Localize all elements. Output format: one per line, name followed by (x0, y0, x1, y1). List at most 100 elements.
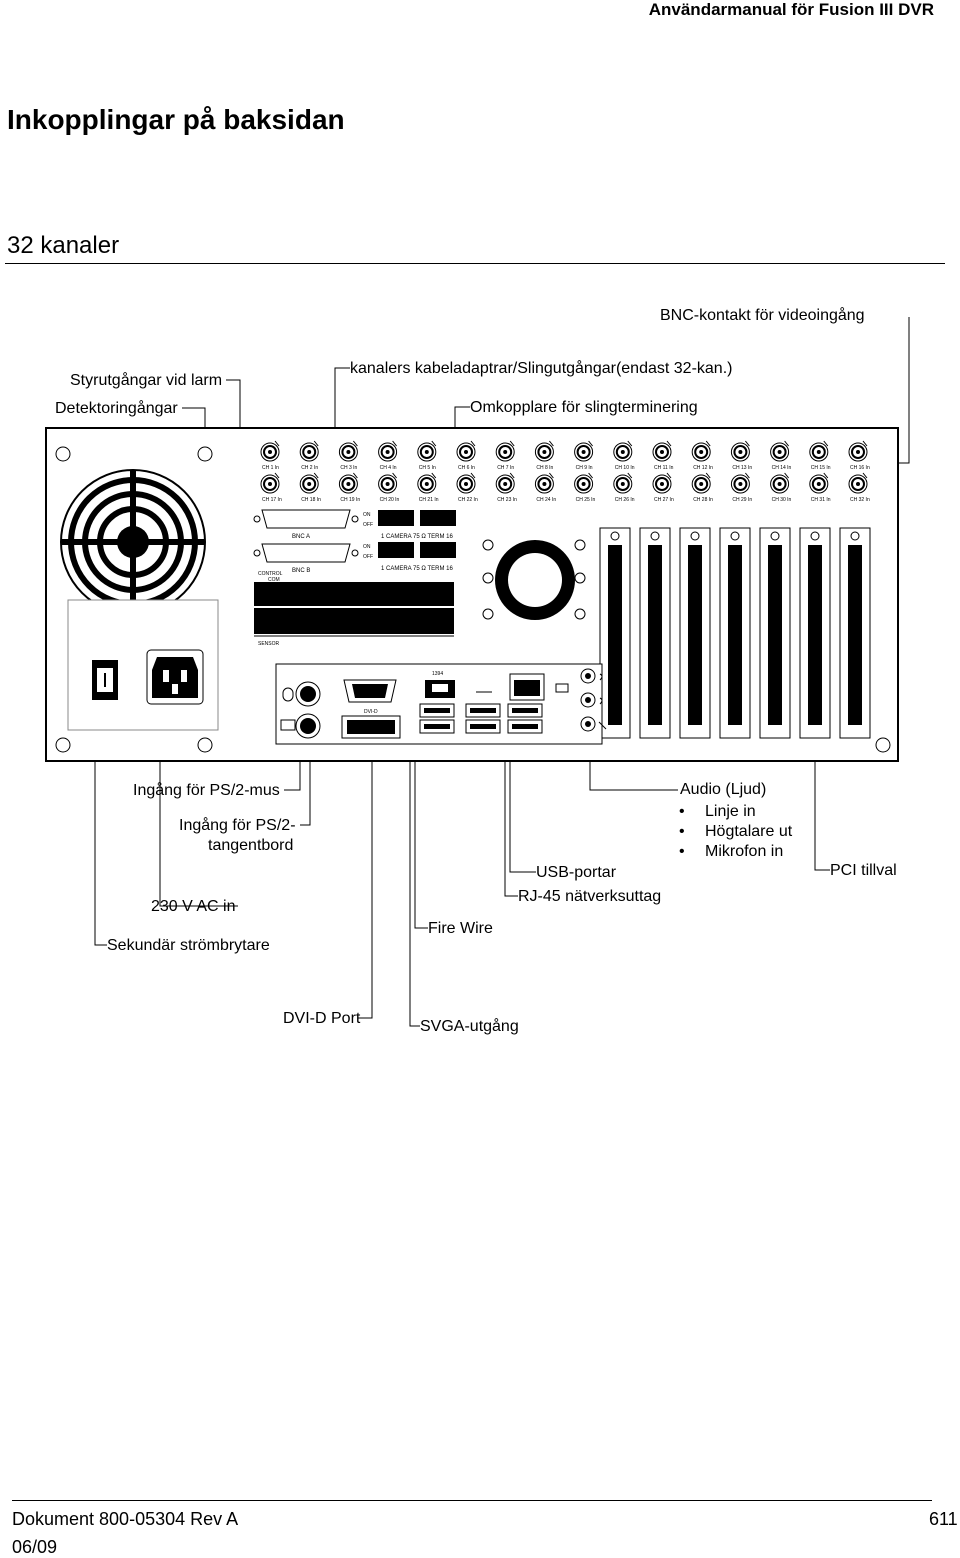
bnc-connector[interactable] (299, 472, 319, 494)
bnc-connector[interactable] (574, 472, 594, 494)
bnc-connector[interactable] (378, 440, 398, 462)
bnc-connector[interactable] (456, 440, 476, 462)
bnc-connector[interactable] (613, 440, 633, 462)
bnc-connector[interactable] (534, 440, 554, 462)
bnc-connector[interactable] (495, 440, 515, 462)
bnc-a-text: BNC A (292, 534, 310, 540)
bnc-connector[interactable] (691, 440, 711, 462)
bnc-connector[interactable] (770, 440, 790, 462)
bnc-connector[interactable] (730, 440, 750, 462)
audio-jacks[interactable] (580, 668, 596, 732)
pci-slots[interactable] (599, 527, 871, 739)
ps2-keyboard-port[interactable] (295, 713, 321, 739)
dip-on-b: ON (363, 544, 371, 550)
pci-slot[interactable] (799, 527, 831, 739)
pci-slot[interactable] (639, 527, 671, 739)
firewire-port[interactable] (425, 680, 455, 698)
small-fan (495, 540, 575, 620)
usb-ports[interactable] (419, 703, 543, 734)
bnc-connector[interactable] (652, 472, 672, 494)
page-title: Inkopplingar på baksidan (7, 104, 345, 135)
label-ps2-mus: Ingång för PS/2-mus (133, 782, 280, 799)
bnc-connector[interactable] (809, 440, 829, 462)
label-svga: SVGA-utgång (420, 1018, 519, 1035)
audio-item: Linje in (679, 802, 792, 822)
bnc-channel-label: CH 1 In (262, 465, 279, 471)
bnc-connector[interactable] (378, 472, 398, 494)
bnc-channel-label: CH 20 In (380, 497, 400, 503)
bnc-channel-label: CH 10 In (615, 465, 635, 471)
audio-item: Högtalare ut (679, 822, 792, 842)
dip-switch-b[interactable] (378, 542, 456, 558)
bnc-connector[interactable] (495, 472, 515, 494)
bnc-channel-label: CH 24 In (536, 497, 556, 503)
bnc-connector[interactable] (770, 472, 790, 494)
bnc-connector[interactable] (691, 472, 711, 494)
pci-slot[interactable] (719, 527, 751, 739)
speaker-icon (599, 673, 603, 705)
dip-on-a: ON (363, 512, 371, 518)
dvi-port[interactable] (341, 715, 401, 739)
pci-slot[interactable] (839, 527, 871, 739)
db25-connector-a[interactable] (253, 509, 359, 529)
db25-connector-b[interactable] (253, 543, 359, 563)
label-firewire: Fire Wire (428, 920, 493, 937)
bnc-connector[interactable] (574, 440, 594, 462)
bnc-channel-label: CH 19 In (340, 497, 360, 503)
bnc-b-text: BNC B (292, 568, 310, 574)
network-icon (555, 683, 569, 693)
ac-inlet[interactable] (146, 649, 204, 705)
label-styrutgangar: Styrutgångar vid larm (70, 372, 223, 389)
svga-port[interactable] (343, 679, 397, 703)
bnc-channel-label: CH 29 In (732, 497, 752, 503)
sensor-text: SENSOR (258, 641, 280, 647)
bnc-channel-label: CH 21 In (419, 497, 439, 503)
bnc-channel-label: CH 4 In (380, 465, 397, 471)
control-text: CONTROL (258, 571, 283, 577)
bnc-connector[interactable] (848, 440, 868, 462)
bnc-channel-label: CH 18 In (301, 497, 321, 503)
firewire-text: 1394 (432, 671, 443, 677)
bnc-connector[interactable] (613, 472, 633, 494)
bnc-connector[interactable] (848, 472, 868, 494)
label-pci: PCI tillval (830, 862, 897, 879)
section-divider (5, 263, 945, 264)
bnc-connector[interactable] (299, 440, 319, 462)
bnc-connector[interactable] (730, 472, 750, 494)
audio-item: Mikrofon in (679, 842, 792, 862)
bnc-channel-label: CH 27 In (654, 497, 674, 503)
bnc-channel-label: CH 5 In (419, 465, 436, 471)
bnc-connector[interactable] (417, 440, 437, 462)
panel-screws (55, 446, 891, 753)
bnc-channel-label: CH 9 In (576, 465, 593, 471)
pci-slot[interactable] (679, 527, 711, 739)
bnc-connector[interactable] (534, 472, 554, 494)
bnc-connector[interactable] (652, 440, 672, 462)
label-sekundar-strombrytare: Sekundär strömbrytare (107, 937, 270, 954)
power-switch[interactable] (92, 660, 118, 700)
bnc-connector[interactable] (260, 440, 280, 462)
bnc-connector[interactable] (338, 472, 358, 494)
bnc-connector[interactable] (456, 472, 476, 494)
keyboard-icon (280, 719, 296, 731)
bnc-connector[interactable] (338, 440, 358, 462)
bnc-channel-label: CH 28 In (693, 497, 713, 503)
footer-doc: Dokument 800-05304 Rev A (12, 1509, 239, 1529)
label-bnc: BNC-kontakt för videoingång (660, 307, 865, 324)
bnc-connector[interactable] (260, 472, 280, 494)
label-usb: USB-portar (536, 864, 617, 881)
pci-slot[interactable] (599, 527, 631, 739)
bnc-channel-label: CH 16 In (850, 465, 870, 471)
bnc-channel-label: CH 23 In (497, 497, 517, 503)
bnc-connector[interactable] (809, 472, 829, 494)
control-terminal-block[interactable] (254, 582, 454, 634)
pci-slot[interactable] (759, 527, 791, 739)
ps2-mouse-port[interactable] (295, 681, 321, 707)
dip-switch-a[interactable] (378, 510, 456, 526)
dip-off-a: OFF (363, 522, 373, 528)
bnc-connector[interactable] (417, 472, 437, 494)
rj45-port[interactable] (509, 673, 545, 701)
label-rj45: RJ-45 nätverksuttag (518, 888, 662, 905)
